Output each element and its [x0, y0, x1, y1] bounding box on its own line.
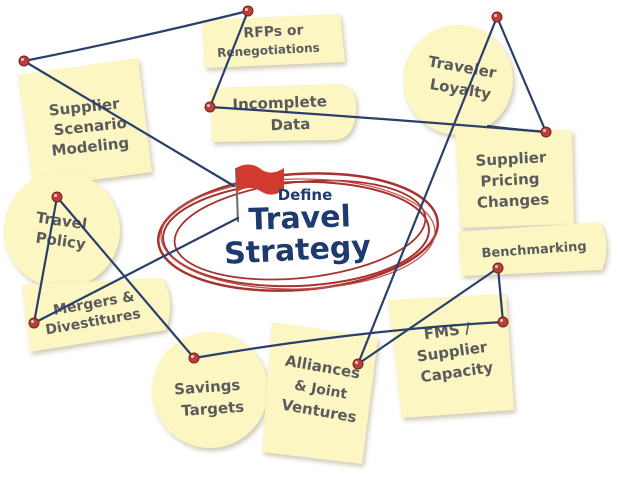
note-supplier-scenario	[18, 58, 152, 188]
flag-icon	[235, 164, 284, 223]
supplier-pricing-label-1: Supplier	[475, 148, 547, 170]
benchmarking-label: Benchmarking	[481, 239, 587, 261]
note-rfps	[202, 14, 345, 68]
note-supplier-pricing	[455, 128, 574, 228]
note-incomplete-data	[210, 84, 357, 142]
string-pricing-loyalty	[495, 15, 548, 134]
string-policy-mergers	[32, 195, 59, 325]
string-mergers-center	[32, 216, 240, 325]
savings-label-1: Savings	[174, 376, 241, 399]
pin-icon	[492, 262, 504, 274]
supplier-pricing-label-2: Pricing	[480, 170, 540, 191]
connection-strings	[22, 9, 548, 366]
rfps-label-2: Renegotiations	[217, 41, 320, 60]
incomplete-data-label-2: Data	[270, 115, 310, 134]
pin-icon	[242, 5, 254, 17]
pin-icon	[540, 126, 552, 138]
rfps-label-1: RFPs or	[243, 22, 304, 41]
string-scenario-rfps	[22, 9, 250, 63]
supplier-pricing-label-3: Changes	[477, 190, 550, 212]
note-traveler-loyalty	[403, 25, 513, 135]
pin-icon	[188, 352, 200, 364]
center-title-travel: Travel	[248, 199, 352, 238]
note-travel-policy	[4, 172, 120, 288]
pin-icon	[497, 316, 509, 328]
note-benchmarking	[458, 222, 607, 276]
note-fms	[388, 294, 514, 418]
savings-label-2: Targets	[181, 398, 245, 420]
string-benchmarking-alliances	[356, 266, 500, 366]
incomplete-data-label-1: Incomplete	[232, 92, 327, 113]
string-fms-benchmarking	[496, 266, 505, 324]
string-scenario-center	[22, 59, 236, 188]
string-savings-fms	[192, 320, 505, 360]
pin-icon	[204, 101, 216, 113]
center-title-define: Define	[278, 186, 333, 204]
pin-icon	[491, 11, 503, 23]
pin-icon	[18, 55, 30, 67]
string-loyalty-alliances	[356, 15, 499, 366]
note-alliances	[262, 322, 378, 464]
note-savings	[152, 332, 268, 448]
center-title-strategy: Strategy	[223, 229, 372, 272]
note-mergers	[22, 278, 171, 352]
string-pricing-hook	[486, 124, 548, 134]
string-policy-savings	[55, 195, 196, 360]
pin-icon	[28, 317, 40, 329]
string-rfps-incomplete	[208, 9, 250, 109]
center-ring	[157, 172, 439, 292]
pin-icon	[51, 191, 63, 203]
pin-icon	[352, 358, 364, 370]
